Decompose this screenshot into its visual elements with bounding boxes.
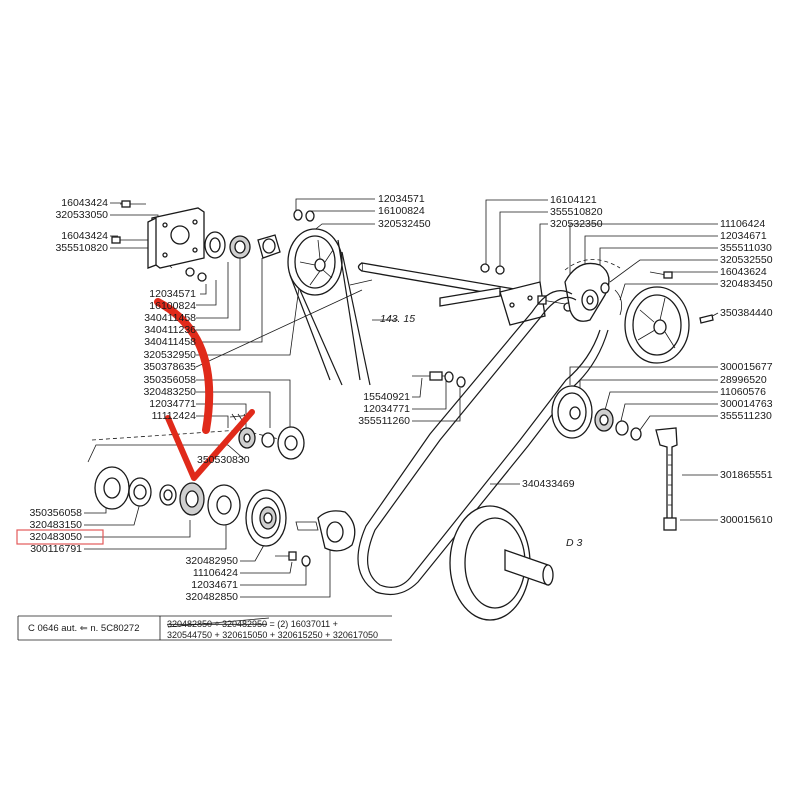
part-label[interactable]: 350530830 [197,454,250,466]
part-labels: 16043424 320533050 16043424 355510820 12… [29,193,772,603]
part-label[interactable]: 320483450 [720,278,773,290]
part-label[interactable]: 355511260 [358,415,410,427]
idler-pulley-lower-right [551,385,642,441]
belt-reference-label: 143. 15 [380,313,415,325]
part-label[interactable]: 320532550 [720,254,773,266]
part-label[interactable]: 300116791 [30,543,82,555]
part-label[interactable]: 15540921 [363,391,410,403]
tension-plate-center [439,263,573,326]
part-label[interactable]: 11106424 [720,218,765,230]
part-label[interactable]: 11106424 [193,567,238,579]
main-belt [357,290,609,595]
part-label[interactable]: 320532950 [143,349,196,361]
part-label[interactable]: 12034671 [720,230,767,242]
footer-line2: 320544750 + 320615050 + 320615250 + 3206… [167,630,378,640]
part-label[interactable]: 16043624 [720,266,767,278]
part-label[interactable]: 12034571 [149,288,196,300]
highlight-box [16,529,104,545]
red-arrow-pointer [154,298,255,481]
part-label[interactable]: 28996520 [720,374,767,386]
bracket-assembly-top-left [111,200,207,282]
part-label[interactable]: 355511230 [720,410,772,422]
footer-table [17,615,392,641]
part-label[interactable]: 300014763 [720,398,773,410]
part-label[interactable]: 16100824 [378,205,425,217]
part-label[interactable]: 16043424 [61,230,108,242]
part-label[interactable]: 350356058 [29,507,82,519]
part-label[interactable]: 11060576 [720,386,766,398]
part-label[interactable]: 355511030 [720,242,772,254]
part-label[interactable]: 300015610 [720,514,773,526]
part-label[interactable]: 340411458 [144,336,196,348]
part-label[interactable]: 11112424 [152,410,197,422]
part-label[interactable]: 340411236 [144,324,196,336]
part-label[interactable]: 320483150 [29,519,82,531]
part-label[interactable]: 16104121 [550,194,597,206]
part-label[interactable]: 320533050 [55,209,108,221]
footer-left-text: C 0646 aut. ⇐ n. 5C80272 [28,623,139,634]
part-label[interactable]: 300015677 [720,361,773,373]
footer-line1-struck: 320482850 ÷ 320482950 [167,619,267,629]
part-label[interactable]: 340411458 [144,312,196,324]
center-bolt [412,371,466,388]
part-label[interactable]: 12034571 [378,193,425,205]
part-label[interactable]: 12034771 [363,403,410,415]
footer-line1-rest: = (2) 16037011 + [267,619,338,629]
part-label[interactable]: 320482950 [185,555,238,567]
part-label[interactable]: 350378635 [143,361,196,373]
part-label[interactable]: 355510820 [550,206,603,218]
part-label[interactable]: 12034671 [191,579,238,591]
footer-line1: 320482850 ÷ 320482950 = (2) 16037011 + [167,619,338,629]
part-label[interactable]: 350356058 [143,374,196,386]
pulley-right [624,271,714,364]
idler-arm-right [564,259,623,322]
part-label[interactable]: 320482850 [185,591,238,603]
part-label-highlighted[interactable]: 320483050 [29,531,82,543]
part-label[interactable]: 16100824 [149,300,196,312]
part-label[interactable]: 12034771 [149,398,196,410]
adjusting-rod [655,427,678,531]
part-label[interactable]: 16043424 [61,197,108,209]
flange-and-bearings-top [204,209,315,259]
clutch-disc-d3 [449,505,554,621]
pulley-top [287,228,371,386]
pulley-assembly-lower-left [91,413,356,567]
part-label[interactable]: 355510820 [55,242,108,254]
part-label[interactable]: 320483250 [143,386,196,398]
part-label[interactable]: 320532450 [378,218,431,230]
part-label[interactable]: 350384440 [720,307,773,319]
footer-text: C 0646 aut. ⇐ n. 5C80272 320482850 ÷ 320… [28,619,378,640]
disc-reference-label: D 3 [566,537,583,549]
part-label[interactable]: 340433469 [522,478,575,490]
part-label[interactable]: 320532350 [550,218,603,230]
part-label[interactable]: 301865551 [720,469,773,481]
